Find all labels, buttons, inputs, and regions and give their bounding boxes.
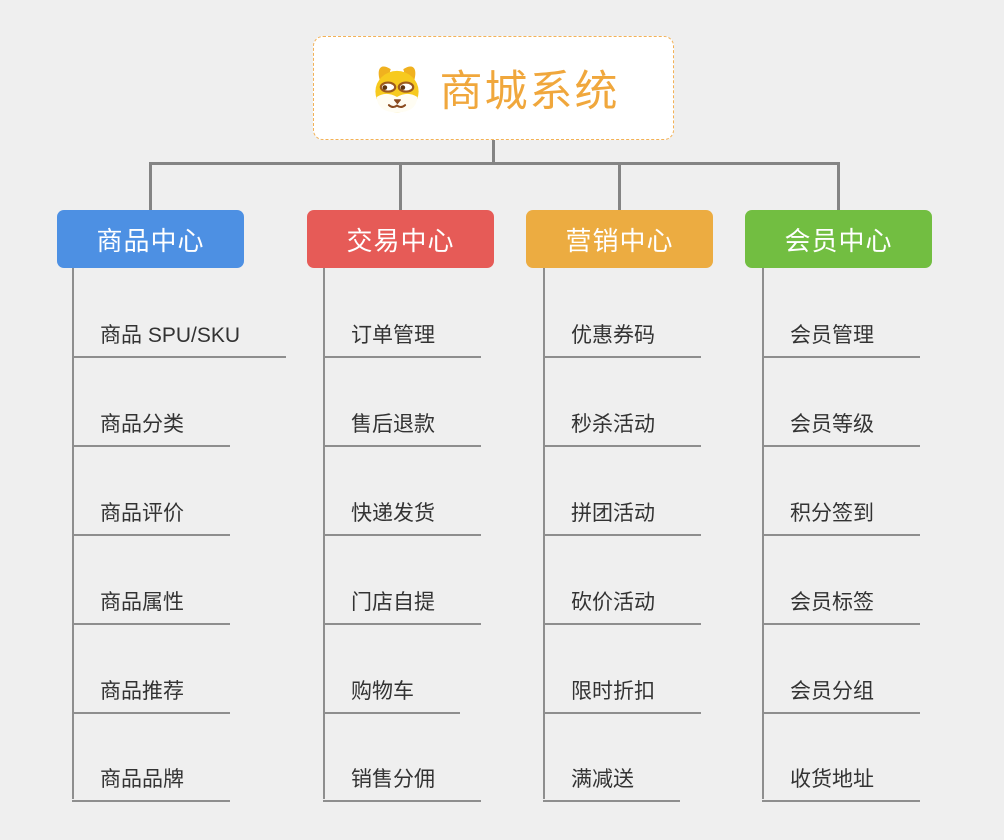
connector-drop-member [837, 162, 840, 210]
connector-children-line-trade [323, 268, 325, 799]
child-node[interactable]: 销售分佣 [323, 766, 481, 802]
branch-member-center[interactable]: 会员中心 [745, 210, 932, 268]
connector-drop-product [149, 162, 152, 210]
child-node[interactable]: 订单管理 [323, 322, 481, 358]
connector-drop-marketing [618, 162, 621, 210]
root-node[interactable]: 商城系统 [313, 36, 674, 140]
child-node[interactable]: 积分签到 [762, 500, 920, 536]
child-node[interactable]: 拼团活动 [543, 500, 701, 536]
child-node[interactable]: 售后退款 [323, 411, 481, 447]
child-node[interactable]: 购物车 [323, 678, 460, 714]
child-node[interactable]: 商品推荐 [72, 678, 230, 714]
connector-children-line-marketing [543, 268, 545, 799]
root-label: 商城系统 [439, 68, 620, 116]
branch-product-center[interactable]: 商品中心 [57, 210, 244, 268]
child-node[interactable]: 会员分组 [762, 678, 920, 714]
branch-label: 商品中心 [96, 225, 205, 256]
connector-children-line-product [72, 268, 74, 799]
child-node[interactable]: 商品品牌 [72, 766, 230, 802]
dog-face-icon [368, 61, 426, 115]
child-node[interactable]: 商品 SPU/SKU [72, 322, 287, 358]
connector-drop-trade [399, 162, 402, 210]
child-node[interactable]: 商品属性 [72, 589, 230, 625]
branch-label: 会员中心 [784, 225, 893, 256]
child-node[interactable]: 秒杀活动 [543, 411, 701, 447]
child-node[interactable]: 优惠券码 [543, 322, 701, 358]
child-node[interactable]: 商品评价 [72, 500, 230, 536]
branch-label: 交易中心 [346, 225, 455, 256]
connector-trunk [149, 162, 840, 165]
child-node[interactable]: 砍价活动 [543, 589, 701, 625]
branch-trade-center[interactable]: 交易中心 [307, 210, 494, 268]
child-node[interactable]: 满减送 [543, 766, 680, 802]
child-node[interactable]: 限时折扣 [543, 678, 701, 714]
child-node[interactable]: 会员管理 [762, 322, 920, 358]
child-node[interactable]: 商品分类 [72, 411, 230, 447]
child-node[interactable]: 门店自提 [323, 589, 481, 625]
branch-label: 营销中心 [565, 225, 674, 256]
connector-children-line-member [762, 268, 764, 799]
branch-marketing-center[interactable]: 营销中心 [526, 210, 713, 268]
child-node[interactable]: 快递发货 [323, 500, 481, 536]
connector-root-stem [492, 139, 495, 164]
child-node[interactable]: 收货地址 [762, 766, 920, 802]
child-node[interactable]: 会员标签 [762, 589, 920, 625]
child-node[interactable]: 会员等级 [762, 411, 920, 447]
